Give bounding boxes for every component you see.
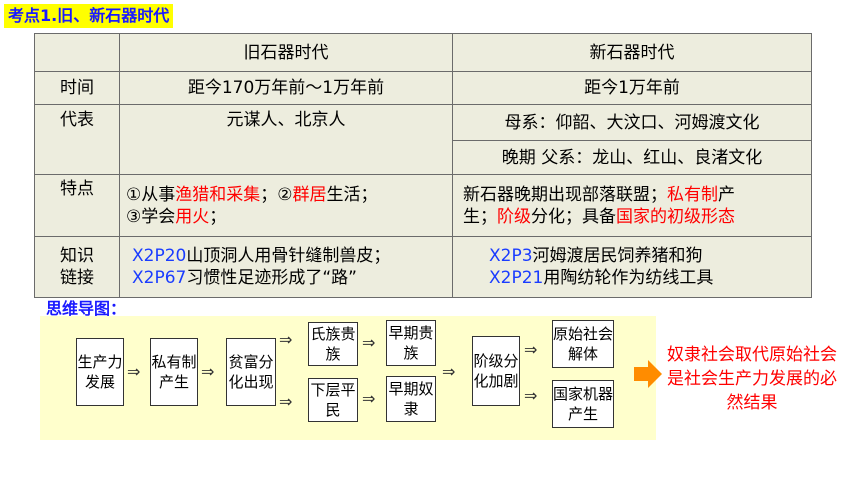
node-productivity: 生产力发展 (76, 338, 124, 406)
text: 产 (718, 184, 735, 205)
text: 分化；具备 (531, 206, 616, 227)
text: 生活； (326, 184, 378, 205)
representative-new-patriarchal: 晚期 父系：龙山、红山、良渚文化 (452, 140, 812, 175)
node-class-division: 阶级分化加剧 (472, 336, 520, 406)
arrow-icon: ⇒ (362, 333, 376, 352)
conclusion-text: 奴隶社会取代原始社会是社会生产力发展的必然结果 (667, 345, 837, 413)
row-label-time: 时间 (34, 71, 120, 105)
arrow-icon: ⇒ (362, 389, 376, 408)
ref-code: X2P67 (132, 268, 187, 288)
table-row: 晚期 父系：龙山、红山、良渚文化 (35, 140, 812, 175)
highlight-group-living: 群居 (292, 184, 327, 205)
arrow-icon: ⇒ (279, 330, 293, 349)
representative-old: 元谋人、北京人 (119, 104, 453, 175)
node-early-nobility: 早期贵族 (386, 320, 436, 366)
node-lower-commoners: 下层平民 (308, 378, 358, 422)
node-clan-nobility: 氏族贵族 (308, 322, 358, 366)
highlight-private-ownership: 私有制 (667, 184, 718, 205)
text: ①从事 (126, 184, 176, 205)
node-early-slaves: 早期奴隶 (386, 376, 436, 422)
text: ；② (260, 184, 293, 205)
ref-code: X2P3 (489, 246, 533, 266)
arrow-icon: ⇒ (127, 362, 141, 381)
text: 用陶纺轮作为纺线工具 (543, 268, 714, 288)
page-title: 考点1.旧、新石器时代 (4, 4, 174, 28)
highlight-use-fire: 用火 (175, 206, 210, 227)
ref-code: X2P20 (132, 246, 187, 266)
text: 新石器晚期出现部落联盟； (463, 184, 667, 205)
text: ； (209, 206, 227, 227)
node-primitive-society-collapse: 原始社会解体 (552, 320, 614, 368)
features-old: ①从事渔猎和采集；②群居生活； ③学会用火； (119, 174, 453, 237)
features-new: 新石器晚期出现部落联盟；私有制产 生；阶级分化；具备国家的初级形态 (452, 174, 812, 237)
table-row: 旧石器时代 新石器时代 (34, 33, 812, 72)
arrow-icon: ⇒ (524, 340, 538, 359)
table-row: 代表 元谋人、北京人 母系：仰韶、大汶口、河姆渡文化 (34, 104, 812, 175)
comparison-table: 旧石器时代 新石器时代 时间 距今170万年前～1万年前 距今1万年前 代表 元… (34, 33, 812, 298)
arrow-right-icon (634, 360, 662, 388)
header-empty-cell (34, 33, 120, 72)
time-new: 距今1万年前 (452, 71, 812, 105)
mindmap-title: 思维导图： (46, 299, 127, 318)
row-label-knowledge-link: 知识 链接 (34, 236, 120, 298)
header-new-stone-age: 新石器时代 (452, 33, 812, 72)
arrow-icon: ⇒ (201, 362, 215, 381)
row-label-features: 特点 (34, 174, 120, 237)
text: 山顶洞人用骨针缝制兽皮； (186, 246, 391, 266)
node-private-ownership: 私有制产生 (150, 338, 198, 406)
table-row: 时间 距今170万年前～1万年前 距今1万年前 (34, 71, 812, 105)
text: 知识 (60, 246, 94, 266)
arrow-icon: ⇒ (524, 386, 538, 405)
node-wealth-gap: 贫富分化出现 (226, 338, 276, 406)
arrow-icon: ⇒ (442, 362, 456, 381)
text: ③学会 (126, 206, 176, 227)
text: 习惯性足迹形成了“路” (186, 268, 357, 288)
arrow-icon: ⇒ (279, 392, 293, 411)
highlight-state-form: 国家的初级形态 (616, 206, 735, 227)
node-state-machine: 国家机器产生 (552, 380, 614, 428)
knowledge-link-new: X2P3河姆渡居民饲养猪和狗 X2P21用陶纺轮作为纺线工具 (452, 236, 812, 298)
representative-new-matriarchal: 母系：仰韶、大汶口、河姆渡文化 (452, 104, 812, 141)
text: 河姆渡居民饲养猪和狗 (532, 246, 703, 266)
text: 链接 (60, 268, 94, 288)
table-row: 特点 ①从事渔猎和采集；②群居生活； ③学会用火； 新石器晚期出现部落联盟；私有… (34, 174, 812, 237)
header-old-stone-age: 旧石器时代 (119, 33, 453, 72)
highlight-class: 阶级 (497, 206, 531, 227)
ref-code: X2P21 (489, 268, 544, 288)
highlight-fishing-gathering: 渔猎和采集 (175, 184, 261, 205)
row-label-representative: 代表 (34, 104, 120, 175)
table-row: 知识 链接 X2P20山顶洞人用骨针缝制兽皮； X2P67习惯性足迹形成了“路”… (34, 236, 812, 298)
text: 生； (463, 206, 497, 227)
time-old: 距今170万年前～1万年前 (119, 71, 453, 105)
knowledge-link-old: X2P20山顶洞人用骨针缝制兽皮； X2P67习惯性足迹形成了“路” (119, 236, 453, 298)
